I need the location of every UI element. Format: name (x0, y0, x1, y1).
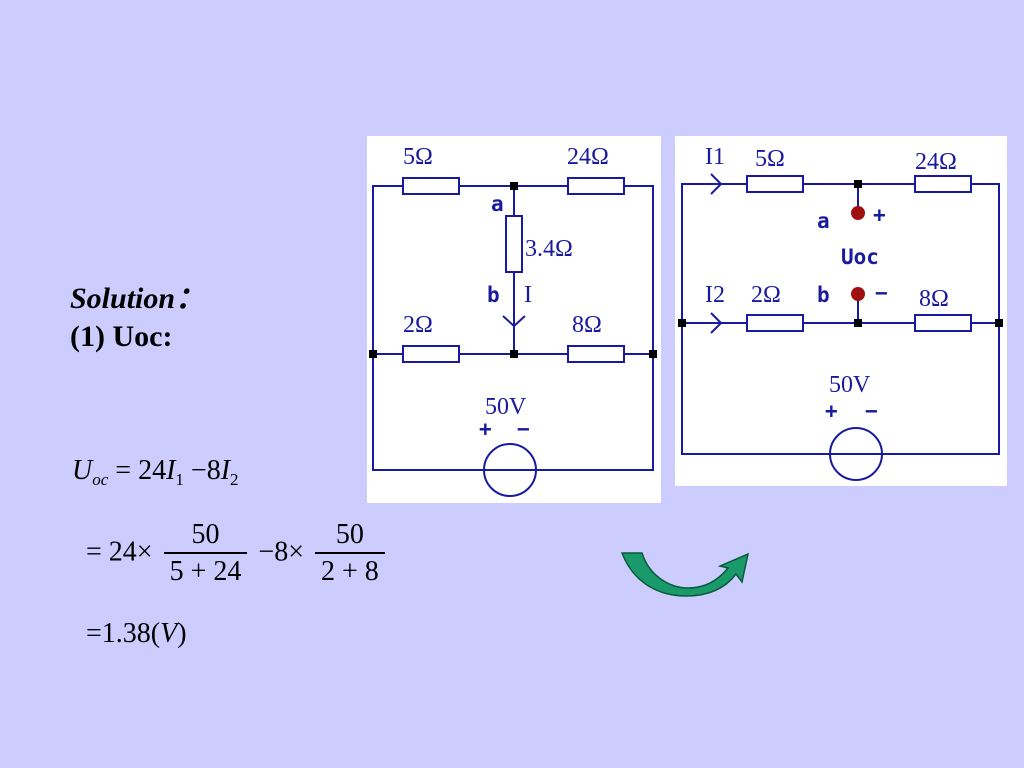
label-2ohm: 2Ω (751, 282, 781, 308)
fraction-2: 50 2 + 8 (314, 518, 385, 590)
coef-24: 24 (108, 536, 137, 568)
solution-label: Solution： (70, 282, 206, 315)
fraction-1: 50 5 + 24 (163, 518, 248, 590)
result-unit: V (160, 618, 178, 649)
label-3-4ohm: 3.4Ω (525, 236, 573, 262)
coef-24: 24 (138, 455, 167, 486)
node-right-dot (649, 350, 657, 358)
i1-subscript: 1 (175, 470, 184, 489)
resistor-24 (914, 175, 972, 193)
resistor-2 (402, 345, 460, 363)
label-uoc: Uoc (841, 245, 879, 269)
label-minus: − (517, 417, 530, 441)
label-node-a: a (491, 192, 504, 216)
coef-8: 8 (274, 536, 289, 568)
label-5ohm: 5Ω (755, 146, 785, 172)
fraction-1-numerator: 50 (191, 519, 220, 550)
node-a-dot (510, 182, 518, 190)
minus-sign: − (190, 455, 207, 486)
curved-arrow-icon[interactable] (620, 548, 752, 600)
label-2ohm: 2Ω (403, 312, 433, 338)
minus-sign: − (258, 536, 275, 568)
resistor-5 (746, 175, 804, 193)
label-24ohm: 24Ω (915, 149, 957, 175)
result-value: 1.38( (101, 618, 161, 649)
terminal-b-icon (851, 287, 865, 301)
node-b-dot (510, 350, 518, 358)
i2-subscript: 2 (230, 470, 239, 489)
circuit-diagram-right: I1 5Ω 24Ω a + Uoc I2 2Ω b − 8Ω 50V + − (675, 136, 1007, 486)
label-5ohm: 5Ω (403, 144, 433, 170)
current-arrow-icon (502, 315, 526, 328)
current-i2-arrow-icon (710, 312, 723, 334)
label-i1: I1 (705, 144, 725, 170)
label-current-i: I (524, 282, 532, 308)
label-50v: 50V (485, 394, 527, 420)
resistor-8 (567, 345, 625, 363)
circuit-left-svg: 5Ω 24Ω a 3.4Ω b I 2Ω 8Ω 50V + − (369, 144, 657, 497)
label-8ohm: 8Ω (919, 286, 949, 312)
resistor-2 (746, 314, 804, 332)
i2-symbol: I (220, 455, 231, 486)
label-node-b: b (487, 283, 500, 307)
result-close: ) (177, 618, 187, 649)
fraction-1-denominator: 5 + 24 (163, 552, 248, 590)
eq-sign: = (86, 618, 102, 649)
label-minus-b: − (875, 281, 888, 305)
label-i2: I2 (705, 282, 725, 308)
equation-line-2: = 24× 50 5 + 24 −8× 50 2 + 8 (86, 518, 389, 590)
label-50v: 50V (829, 372, 871, 398)
resistor-24 (567, 177, 625, 195)
uoc-symbol: U (72, 455, 93, 486)
node-bottom-dot (854, 319, 862, 327)
label-plus: + (825, 399, 838, 423)
outer-loop-wire (681, 183, 1000, 455)
equation-line-1: Uoc = 24I1 −8I2 (72, 455, 239, 489)
node-right-dot (995, 319, 1003, 327)
eq-sign: = (86, 536, 102, 568)
times-sign: × (136, 536, 153, 568)
i1-symbol: I (166, 455, 176, 486)
resistor-5 (402, 177, 460, 195)
label-24ohm: 24Ω (567, 144, 609, 170)
terminal-a-icon (851, 206, 865, 220)
label-8ohm: 8Ω (572, 312, 602, 338)
current-i1-arrow-icon (710, 173, 723, 195)
fraction-2-denominator: 2 + 8 (314, 552, 385, 590)
circuit-diagram-left: 5Ω 24Ω a 3.4Ω b I 2Ω 8Ω 50V + − (367, 136, 661, 503)
coef-8: 8 (206, 455, 221, 486)
resistor-8 (914, 314, 972, 332)
step-label: (1) Uoc: (70, 320, 173, 353)
label-plus-a: + (873, 203, 886, 227)
label-node-a: a (817, 209, 830, 233)
circuit-right-svg: I1 5Ω 24Ω a + Uoc I2 2Ω b − 8Ω 50V + − (678, 144, 1003, 481)
fraction-2-numerator: 50 (335, 519, 364, 550)
node-left-dot (678, 319, 686, 327)
times-sign-2: × (288, 536, 304, 568)
outer-loop-wire (372, 185, 654, 471)
equation-line-3: =1.38(V) (86, 618, 187, 650)
node-top-dot (854, 180, 862, 188)
heading: Solution： (1) Uoc: (70, 280, 205, 356)
label-node-b: b (817, 283, 830, 307)
label-minus: − (865, 399, 878, 423)
uoc-subscript: oc (92, 470, 109, 489)
node-left-dot (369, 350, 377, 358)
label-plus: + (479, 417, 492, 441)
resistor-3-4 (505, 215, 523, 273)
eq-sign: = (115, 455, 132, 486)
